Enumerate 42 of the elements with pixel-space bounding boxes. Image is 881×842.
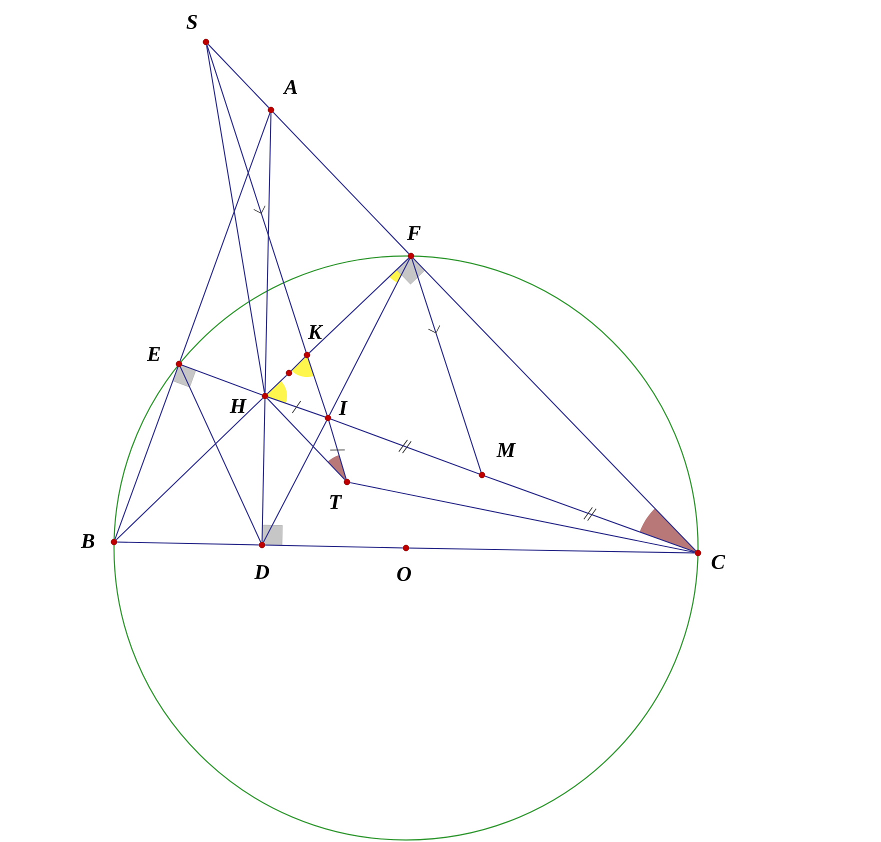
line-segment bbox=[328, 420, 347, 480]
line-segment bbox=[180, 366, 262, 542]
line-segment bbox=[265, 544, 403, 548]
point-label: S bbox=[186, 14, 197, 30]
point-label: D bbox=[254, 565, 270, 579]
point-label: K bbox=[308, 325, 324, 339]
line-segment bbox=[268, 396, 326, 418]
line-segment bbox=[484, 476, 696, 552]
line-segment bbox=[263, 420, 328, 542]
line-segment bbox=[264, 113, 272, 393]
line-segment bbox=[117, 542, 259, 546]
point-label: T bbox=[330, 495, 342, 509]
point-label: F bbox=[407, 226, 421, 240]
line-segment bbox=[308, 358, 328, 416]
line-segment bbox=[114, 366, 178, 540]
point-label: M bbox=[496, 443, 516, 457]
line-segment bbox=[262, 399, 266, 542]
point-label: A bbox=[282, 80, 298, 94]
line-segment bbox=[272, 112, 410, 254]
line-segment bbox=[412, 258, 696, 552]
line-segment bbox=[206, 45, 266, 393]
point-label: B bbox=[80, 534, 94, 548]
line-segment bbox=[266, 374, 288, 394]
line-segment bbox=[411, 258, 482, 472]
line-segment bbox=[290, 356, 306, 372]
point-label: I bbox=[338, 401, 348, 415]
point bbox=[286, 370, 292, 376]
point-label: C bbox=[712, 554, 726, 570]
line-segment bbox=[182, 364, 262, 396]
point-label: O bbox=[397, 566, 411, 582]
line-segment bbox=[116, 398, 264, 540]
line-segment bbox=[308, 258, 410, 354]
line-segment bbox=[350, 482, 695, 553]
line-segment bbox=[208, 44, 270, 108]
line-segment bbox=[206, 44, 307, 352]
line-segment bbox=[330, 418, 480, 474]
point-label: E bbox=[146, 347, 160, 361]
line-segment bbox=[328, 258, 410, 416]
point-label: H bbox=[230, 399, 247, 413]
line-segment bbox=[409, 548, 695, 554]
line-segment bbox=[180, 112, 270, 362]
line-segment bbox=[266, 398, 346, 480]
